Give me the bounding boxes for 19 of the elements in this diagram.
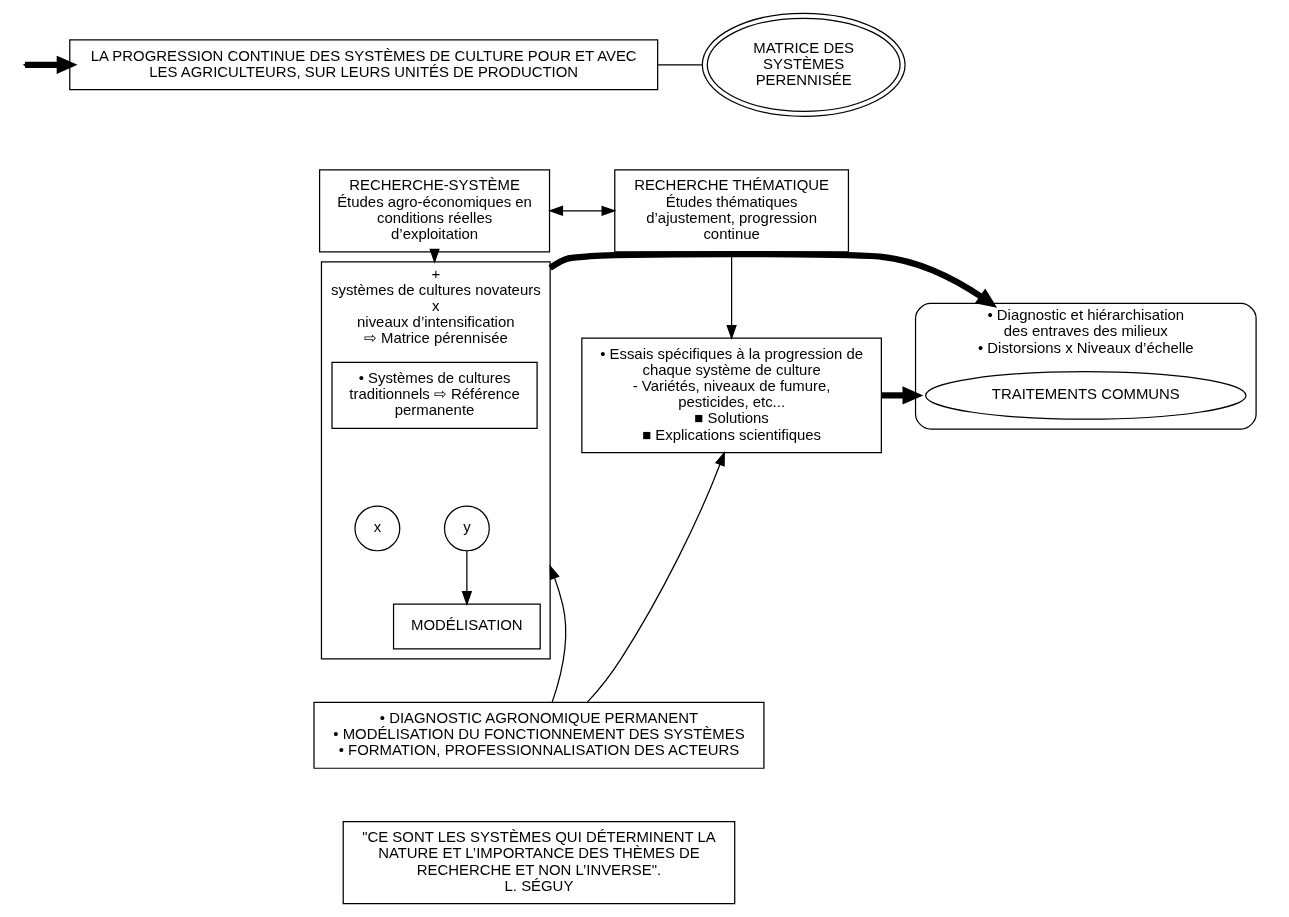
connector bbox=[656, 64, 702, 66]
node-ellipse: TRAITEMENTS COMMUNS bbox=[924, 370, 1247, 420]
arrow bbox=[461, 550, 472, 606]
node-box: LA PROGRESSION CONTINUE DES SYSTÈMES DE CULTURE POUR ET AVEC LES AGRICULTEURS, SUR LEURS UNITÉS DE PRODUCTION bbox=[68, 39, 658, 91]
node-box: • DIAGNOSTIC AGRONOMIQUE PERMANENT • MODÉLISATION DU FONCTIONNEMENT DES SYSTÈMES • FORMATION, PROFESSIONNALISATION DES ACTEURS bbox=[312, 701, 765, 769]
arrow bbox=[549, 564, 566, 703]
node-box: • Systèmes de cultures traditionnels ⇨ Référence permanente bbox=[330, 361, 538, 429]
node-box: MODÉLISATION bbox=[392, 603, 541, 650]
arrow bbox=[586, 450, 725, 703]
node-box: • Essais spécifiques à la progression de chaque système de culture - Variétés, niveaux de fumure, pesticides, etc... ■ Solutions ■ Explications scientifiques bbox=[580, 337, 882, 454]
node-circle: x bbox=[353, 505, 400, 552]
node-box: RECHERCHE THÉMATIQUE Études thématiques d’ajustement, progression continue bbox=[613, 169, 849, 253]
node-ellipse: MATRICE DES SYSTÈMES PERENNISÉE bbox=[701, 12, 906, 117]
node-box: "CE SONT LES SYSTÈMES QUI DÉTERMINENT LA NATURE ET L’IMPORTANCE DES THÈMES DE RECHERCHE ET NON L’INVERSE". L. SÉGUY bbox=[342, 821, 735, 905]
arrow bbox=[548, 251, 997, 308]
arrow bbox=[880, 386, 923, 405]
arrow bbox=[24, 55, 77, 74]
node-circle: y bbox=[443, 505, 490, 552]
arrow bbox=[547, 205, 616, 217]
